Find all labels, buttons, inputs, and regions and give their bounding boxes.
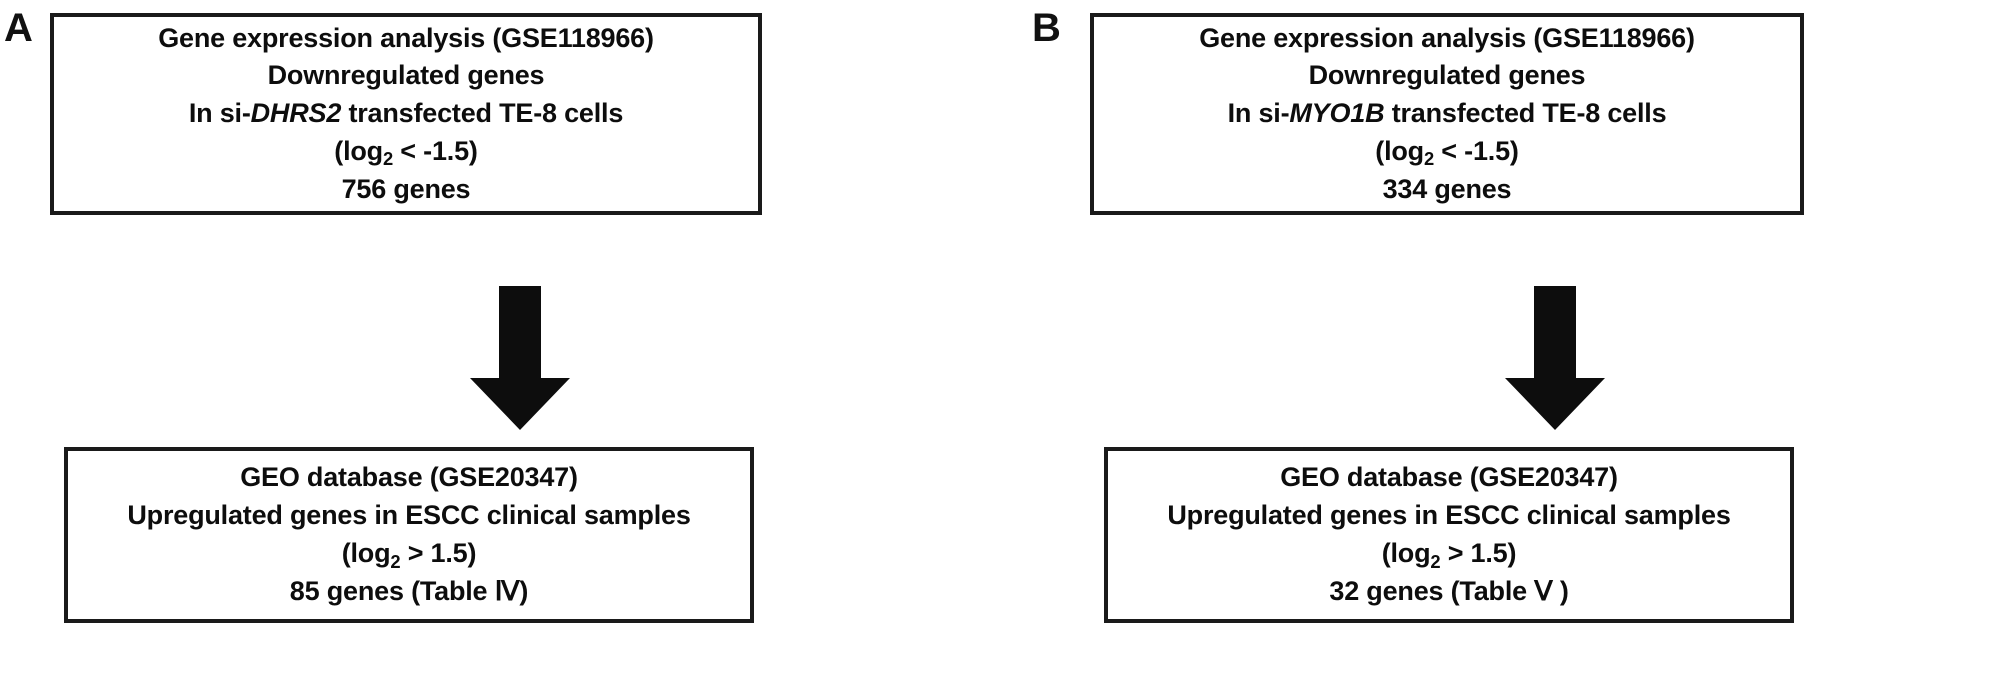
panel-b-bottom-log-open: (log <box>1381 538 1431 568</box>
panel-a-log-open: (log <box>334 135 383 166</box>
panel-a-gene-name: DHRS2 <box>250 98 342 129</box>
panel-a-top-line-4: (log2 < -1.5) <box>334 133 478 171</box>
panel-label-a: A <box>4 6 33 50</box>
panel-a-bottom-box: GEO database (GSE20347) Upregulated gene… <box>64 447 754 623</box>
panel-b-bottom-line-2: Upregulated genes in ESCC clinical sampl… <box>1167 500 1731 531</box>
panel-b-log-open: (log <box>1375 135 1424 166</box>
panel-a-down-arrow-icon <box>470 286 570 430</box>
panel-a-top-line-3-prefix: In si- <box>188 98 251 129</box>
panel-b-bottom-log-subscript: 2 <box>1430 550 1441 572</box>
panel-a-bottom-gene-count: 85 genes (Table Ⅳ) <box>289 575 529 606</box>
panel-a-top-line-1: Gene expression analysis (GSE118966) <box>158 22 654 53</box>
panel-b-top-gene-count: 334 genes <box>1382 173 1512 204</box>
panel-b-top-line-3-suffix: transfected TE-8 cells <box>1384 98 1667 129</box>
panel-b-top-line-4: (log2 < -1.5) <box>1375 133 1519 171</box>
panel-b-gene-name: MYO1B <box>1289 98 1385 129</box>
panel-a-bottom-log-open: (log <box>341 538 391 568</box>
panel-b-bottom-line-1: GEO database (GSE20347) <box>1280 462 1618 493</box>
panel-b-bottom-gene-count: 32 genes (Table Ⅴ ) <box>1329 575 1569 606</box>
panel-b-bottom-log-threshold: > 1.5) <box>1440 538 1517 568</box>
panel-label-b: B <box>1032 6 1061 50</box>
panel-a-bottom-line-1: GEO database (GSE20347) <box>240 462 578 493</box>
panel-a-bottom-log-threshold: > 1.5) <box>400 538 477 568</box>
panel-b-top-line-2: Downregulated genes <box>1308 60 1586 91</box>
panel-b-top-line-3-prefix: In si- <box>1227 98 1290 129</box>
panel-a-bottom-log-subscript: 2 <box>390 550 401 572</box>
panel-b-down-arrow-icon <box>1505 286 1605 430</box>
panel-a-log-threshold: < -1.5) <box>393 135 478 166</box>
panel-a-top-line-2: Downregulated genes <box>267 60 545 91</box>
panel-a-log-subscript: 2 <box>382 148 393 170</box>
panel-a-top-line-3-suffix: transfected TE-8 cells <box>341 98 624 129</box>
panel-a-bottom-line-2: Upregulated genes in ESCC clinical sampl… <box>127 500 691 531</box>
panel-b-top-line-1: Gene expression analysis (GSE118966) <box>1199 22 1695 53</box>
panel-a-top-line-3: In si-DHRS2 transfected TE-8 cells <box>188 95 624 133</box>
panel-b-log-threshold: < -1.5) <box>1434 135 1519 166</box>
panel-a-top-box: Gene expression analysis (GSE118966) Dow… <box>50 13 762 215</box>
panel-b-top-line-3: In si-MYO1B transfected TE-8 cells <box>1228 95 1667 133</box>
panel-b-bottom-box: GEO database (GSE20347) Upregulated gene… <box>1104 447 1794 623</box>
panel-b-bottom-line-3: (log2 > 1.5) <box>1382 535 1517 573</box>
panel-a-bottom-line-3: (log2 > 1.5) <box>342 535 477 573</box>
panel-b-top-box: Gene expression analysis (GSE118966) Dow… <box>1090 13 1804 215</box>
panel-a-top-gene-count: 756 genes <box>341 173 471 204</box>
panel-b-log-subscript: 2 <box>1423 148 1434 170</box>
